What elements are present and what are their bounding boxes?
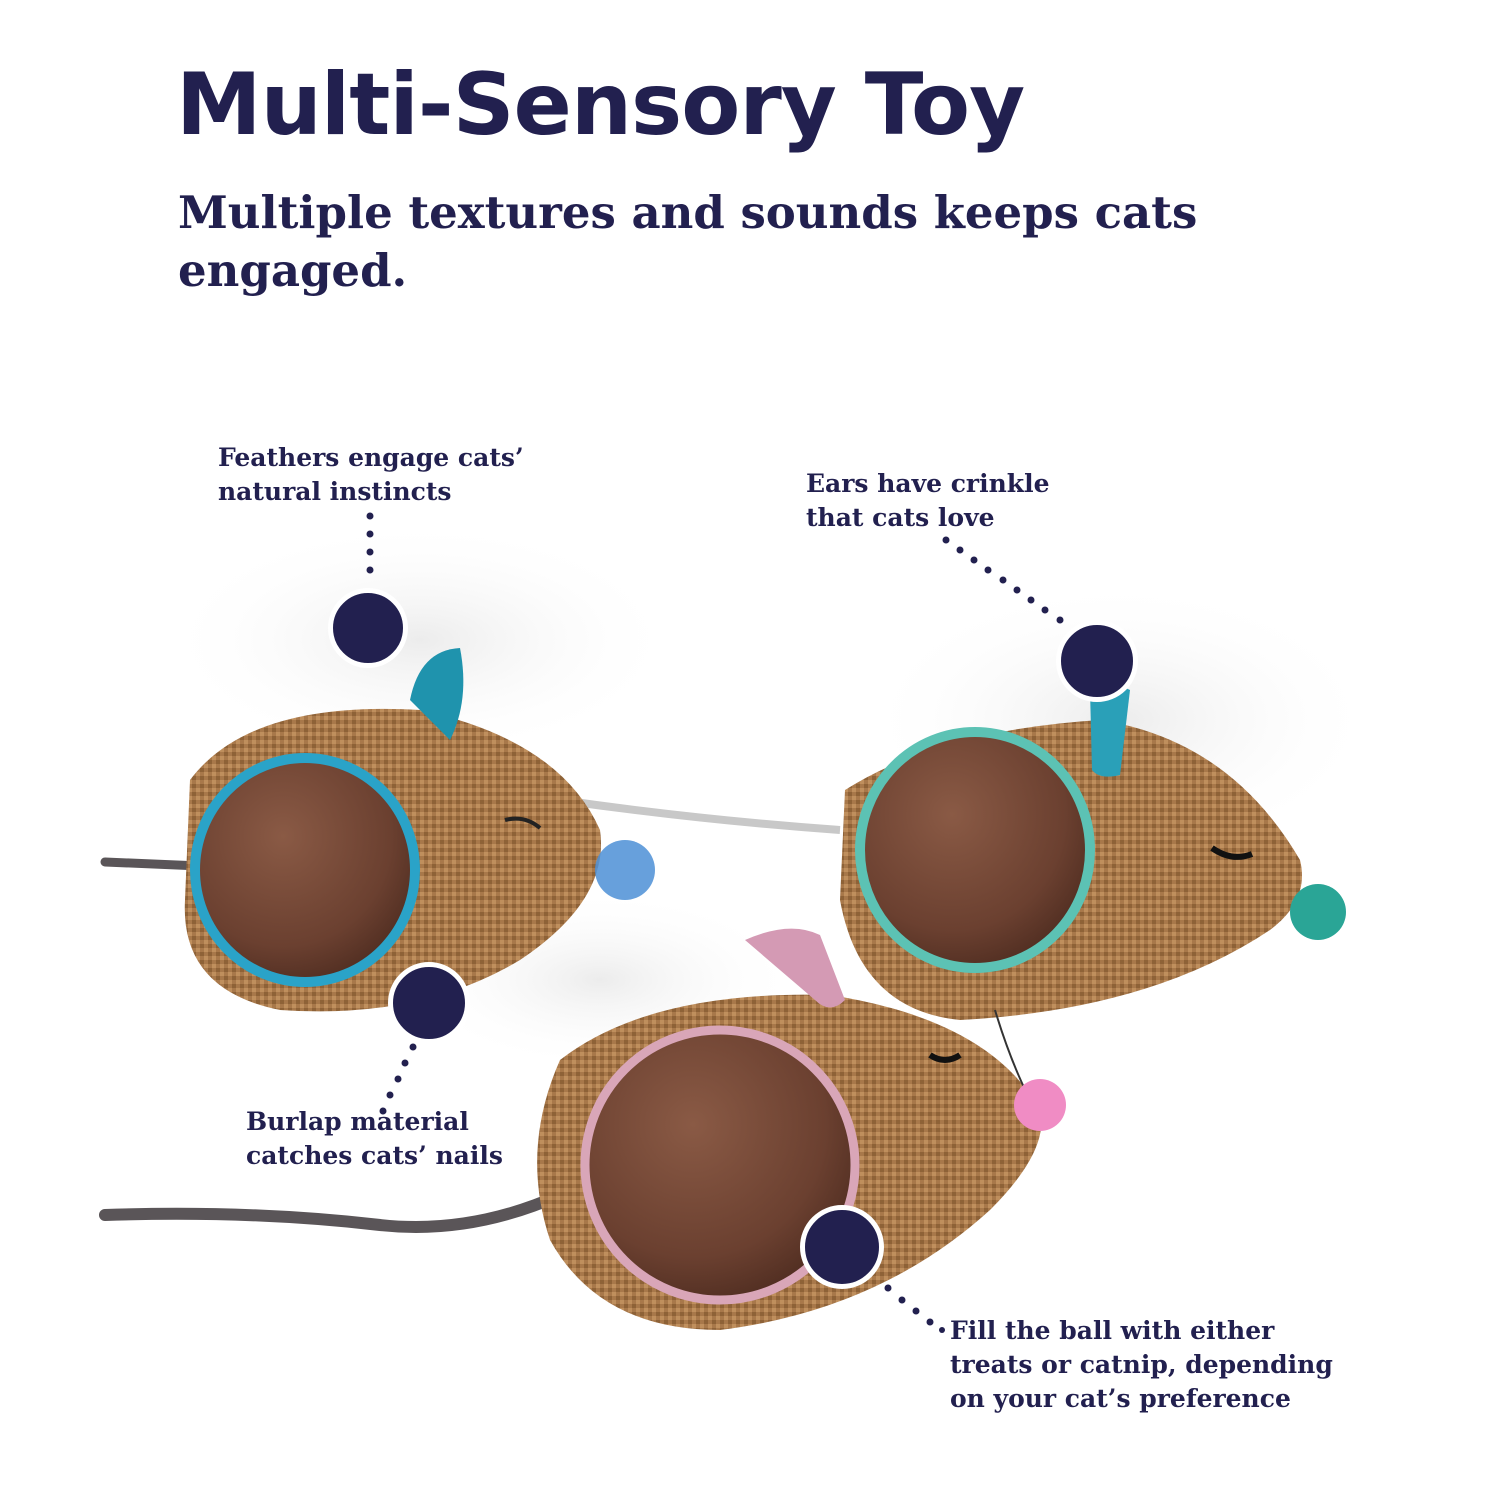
connector-lines [366,512,1064,1333]
callout-ears: Ears have crinkle that cats love [806,467,1050,535]
mouse-pink [99,928,1066,1330]
mouse-blue [100,648,841,1012]
callout-ears-line1: Ears have crinkle [806,469,1050,498]
callout-feathers-line2: natural instincts [218,477,452,506]
callout-marker-feathers [328,588,408,668]
callout-ball-line1: Fill the ball with either [950,1316,1275,1345]
callout-burlap-line1: Burlap material [246,1107,469,1136]
callout-burlap-line2: catches cats’ nails [246,1141,503,1170]
callout-marker-ball [800,1205,884,1289]
callout-ears-line2: that cats love [806,503,995,532]
callout-ball-line2: treats or catnip, depending [950,1350,1333,1379]
page-subtitle: Multiple textures and sounds keeps cats … [178,186,1198,297]
callout-ball-line3: on your cat’s preference [950,1384,1291,1413]
callout-marker-ears [1056,620,1138,702]
mouse-teal [840,685,1346,1020]
callout-marker-burlap [388,962,470,1044]
callout-burlap: Burlap material catches cats’ nails [246,1105,503,1173]
callout-ball: Fill the ball with either treats or catn… [950,1314,1333,1416]
callout-feathers: Feathers engage cats’ natural instincts [218,441,524,509]
callout-feathers-line1: Feathers engage cats’ [218,443,524,472]
page-title: Multi-Sensory Toy [176,55,1025,155]
